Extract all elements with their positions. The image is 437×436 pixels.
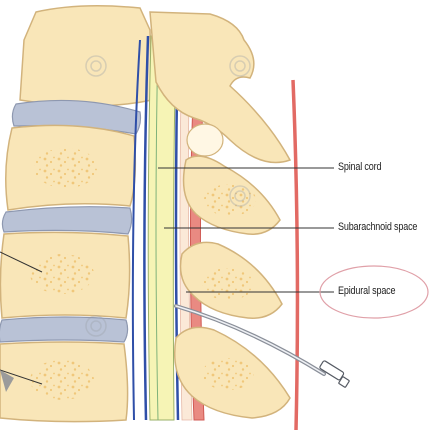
intervertebral-disc-2 (2, 207, 131, 234)
facet-joint (187, 124, 223, 156)
vertebral-body-top (20, 6, 152, 106)
label-spinal-cord: Spinal cord (338, 161, 381, 173)
bone-speckle-5 (202, 268, 254, 300)
bone-speckle-4 (204, 184, 256, 216)
label-epidural-space: Epidural space (338, 285, 395, 297)
intervertebral-disc-3 (0, 317, 128, 342)
supraspinous-ligament (293, 80, 297, 430)
vertebral-column (0, 6, 152, 422)
bone-speckle-6 (202, 358, 254, 390)
bone-speckle-1 (34, 148, 98, 188)
needle-hub (319, 360, 344, 380)
bone-speckle-2 (30, 254, 94, 294)
bone-speckle-3 (30, 360, 94, 400)
label-subarachnoid-space: Subarachnoid space (338, 221, 417, 233)
